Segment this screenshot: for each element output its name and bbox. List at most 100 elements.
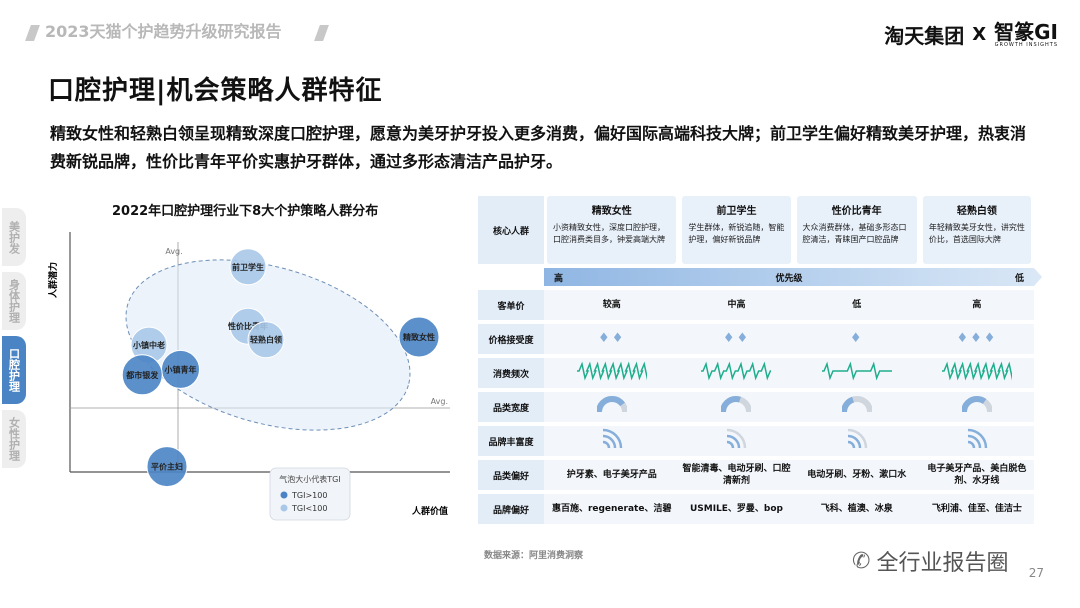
- matrix-cell: 飞利浦、佳至、佳洁士: [919, 494, 1034, 524]
- segment-row: 核心人群精致女性小资精致女性，深度口腔护理，口腔消费类目多，钟爱高端大牌前卫学生…: [478, 196, 1034, 264]
- priority-row: 高优先级低: [478, 268, 1042, 286]
- data-source: 数据来源：阿里消费洞察: [484, 551, 584, 561]
- bubble-label: 精致女性: [403, 332, 435, 342]
- category-width-icon: [840, 396, 873, 413]
- bubble-label: 平价主妇: [151, 462, 183, 472]
- segment-name: 轻熟白领: [956, 206, 997, 217]
- money-bag-icon: ♦♦: [598, 330, 626, 346]
- row-label: 价格接受度: [478, 324, 544, 354]
- y-axis-label: 人群潜力: [47, 262, 59, 299]
- wifi-icon: [967, 428, 988, 449]
- arc-fill: [840, 396, 873, 413]
- matrix-cell: 电子美牙产品、美白脱色剂、水牙线: [919, 460, 1034, 490]
- side-tab-hair[interactable]: 美护发: [2, 208, 26, 266]
- matrix-cell: [544, 358, 680, 388]
- matrix-cell: 惠百施、regenerate、洁碧: [544, 494, 680, 524]
- legend-swatch: [280, 491, 288, 499]
- matrix-row: 品类宽度: [478, 392, 1034, 422]
- legend-title: 气泡大小代表TGI: [279, 474, 340, 484]
- matrix-row: 价格接受度♦♦♦♦♦♦♦♦: [478, 324, 1034, 354]
- matrix-cell: [919, 426, 1034, 456]
- priority-label: 优先级: [775, 273, 803, 284]
- priority-cell: 高优先级低: [544, 268, 1042, 286]
- matrix-cell: 护牙素、电子美牙产品: [544, 460, 680, 490]
- matrix-cell: [793, 392, 920, 422]
- y-avg-label: Avg.: [165, 247, 182, 256]
- matrix-row: 消费频次: [478, 358, 1034, 388]
- matrix-cell: [793, 358, 920, 388]
- matrix-cell: 电动牙刷、牙粉、漱口水: [793, 460, 920, 490]
- matrix-cell: 高: [919, 290, 1034, 320]
- heartbeat-line: [821, 361, 892, 381]
- matrix-row: 品牌丰富度: [478, 426, 1034, 456]
- money-bag-icon: ♦♦: [722, 330, 751, 346]
- money-bag-icon: ♦♦♦: [956, 330, 998, 346]
- brand-x: X: [972, 24, 987, 45]
- side-tab-oral[interactable]: 口腔护理: [2, 336, 26, 404]
- segment-desc: 大众消费群体，基础多形态口腔清洁，青睐国产口腔品牌: [802, 223, 907, 244]
- arc-fill: [720, 396, 753, 413]
- matrix-cell: 飞科、植澳、冰泉: [793, 494, 920, 524]
- matrix-cell: ♦♦: [679, 324, 794, 354]
- bubble-point: [247, 321, 285, 359]
- wechat-icon: ✆: [852, 548, 871, 574]
- matrix-row: 客单价较高中高低高: [478, 290, 1034, 320]
- side-tab-female[interactable]: 女性护理: [2, 410, 26, 468]
- segment-desc: 学生群体，新锐追随，智能护理，偏好新锐品牌: [688, 223, 785, 244]
- legend-label: TGI<100: [291, 504, 327, 513]
- segment-card: 轻熟白领年轻精致美牙女性，讲究性价比，首选国际大牌: [922, 196, 1031, 264]
- brand-right: 智篆GI GROWTH INSIGHTS: [994, 22, 1058, 48]
- segment-cell: 前卫学生学生群体，新锐追随，智能护理，偏好新锐品牌: [679, 196, 793, 264]
- segment-name: 前卫学生: [716, 206, 757, 217]
- matrix-cell: 中高: [679, 290, 794, 320]
- bubble-point: [229, 248, 267, 286]
- summary-text: 精致女性和轻熟白领呈现精致深度口腔护理，愿意为美牙护牙投入更多消费，偏好国际高端…: [50, 124, 1027, 171]
- matrix-cell: 较高: [544, 290, 680, 320]
- wifi-arc: [967, 428, 988, 449]
- segment-cell: 精致女性小资精致女性，深度口腔护理，口腔消费类目多，钟爱高端大牌: [544, 196, 679, 264]
- legend-swatch: [280, 504, 288, 512]
- heartbeat-icon: [576, 361, 652, 381]
- heartbeat-line: [576, 361, 652, 381]
- row-label: 核心人群: [478, 196, 544, 264]
- matrix-cell: [544, 392, 680, 422]
- brand-right-name: 智篆GI: [994, 19, 1058, 44]
- matrix-cell: USMILE、罗曼、bop: [679, 494, 794, 524]
- wifi-arc: [727, 440, 735, 449]
- brand-left: 淘天集团: [884, 24, 965, 48]
- priority-low: 低: [1014, 273, 1024, 284]
- side-tab-body[interactable]: 身体护理: [2, 272, 26, 330]
- row-label: 品牌偏好: [478, 494, 544, 524]
- bubble-point: [121, 354, 163, 396]
- matrix-cell: ♦♦♦: [919, 324, 1034, 354]
- bubble-point: [146, 446, 188, 488]
- heartbeat-icon: [821, 361, 892, 381]
- report-title-text: 2023天猫个护趋势升级研究报告: [45, 22, 282, 41]
- priority-bar: 高优先级低: [544, 268, 1042, 286]
- money-bag-icon: ♦: [849, 330, 864, 346]
- row-label: 消费频次: [478, 358, 544, 388]
- segment-cell: 性价比青年大众消费群体，基础多形态口腔清洁，青睐国产口腔品牌: [794, 196, 920, 264]
- page-number: 27: [1028, 566, 1044, 580]
- segment-card: 前卫学生学生群体，新锐追随，智能护理，偏好新锐品牌: [682, 196, 791, 264]
- segment-desc: 小资精致女性，深度口腔护理，口腔消费类目多，钟爱高端大牌: [553, 223, 665, 244]
- brand-right-sub: GROWTH INSIGHTS: [994, 41, 1058, 48]
- segment-card: 精致女性小资精致女性，深度口腔护理，口腔消费类目多，钟爱高端大牌: [547, 196, 677, 264]
- matrix-cell: ♦♦: [544, 324, 680, 354]
- arc-fill: [595, 396, 628, 413]
- wifi-icon: [847, 428, 867, 449]
- arrow-right-icon: [1034, 268, 1042, 286]
- bubble-label: 都市银发: [125, 370, 159, 380]
- segment-card: 性价比青年大众消费群体，基础多形态口腔清洁，青睐国产口腔品牌: [796, 196, 917, 264]
- heartbeat-line: [701, 361, 772, 381]
- page-title: 口腔护理|机会策略人群特征: [48, 76, 383, 106]
- bubble-chart: Avg.Avg.人群价值人群潜力前卫学生性价比青年轻熟白领精致女性小镇中老小镇青…: [47, 232, 450, 521]
- bubble-label: 性价比青年: [228, 321, 268, 331]
- segment-matrix: 核心人群精致女性小资精致女性，深度口腔护理，口腔消费类目多，钟爱高端大牌前卫学生…: [478, 192, 1042, 528]
- category-width-icon: [720, 396, 753, 413]
- matrix-cell: [679, 426, 794, 456]
- matrix-cell: [919, 392, 1034, 422]
- legend-label: TGI>100: [291, 491, 327, 500]
- matrix-cell: [679, 392, 794, 422]
